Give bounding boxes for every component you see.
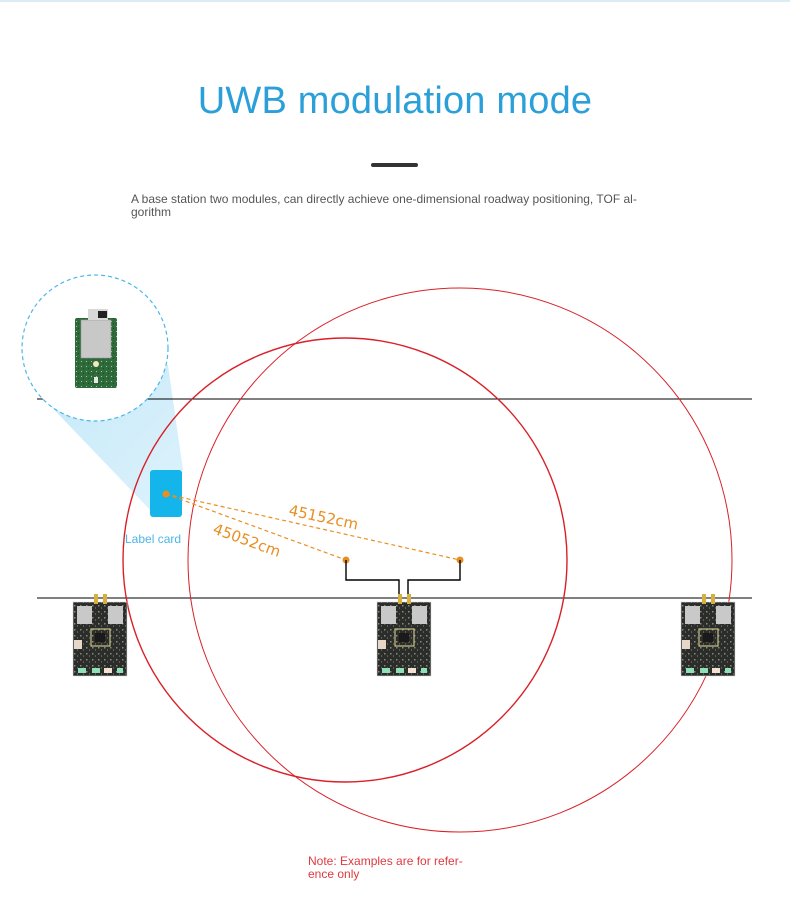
distance-label-short: 45052cm bbox=[211, 520, 283, 561]
range-circle-antenna-b bbox=[187, 287, 733, 833]
distance-line-short bbox=[165, 493, 347, 561]
title-underline bbox=[371, 163, 418, 167]
label-card-text: Label card bbox=[125, 532, 181, 546]
tag-point bbox=[162, 490, 170, 498]
description-text: A base station two modules, can directly… bbox=[131, 192, 637, 219]
base-station-left bbox=[72, 593, 128, 677]
antenna-cable-a bbox=[345, 560, 400, 600]
distance-label-long: 45152cm bbox=[287, 501, 360, 533]
distance-line-long bbox=[165, 493, 461, 561]
reference-note: Note: Examples are for refer-ence only bbox=[308, 854, 463, 881]
antenna-cable-b bbox=[407, 560, 461, 600]
base-station-center bbox=[376, 593, 432, 677]
tag-module-image bbox=[75, 309, 117, 388]
range-circle-antenna-a bbox=[122, 337, 568, 783]
top-border bbox=[0, 0, 790, 2]
base-station-right bbox=[680, 593, 736, 677]
page-title: UWB modulation mode bbox=[197, 80, 593, 122]
